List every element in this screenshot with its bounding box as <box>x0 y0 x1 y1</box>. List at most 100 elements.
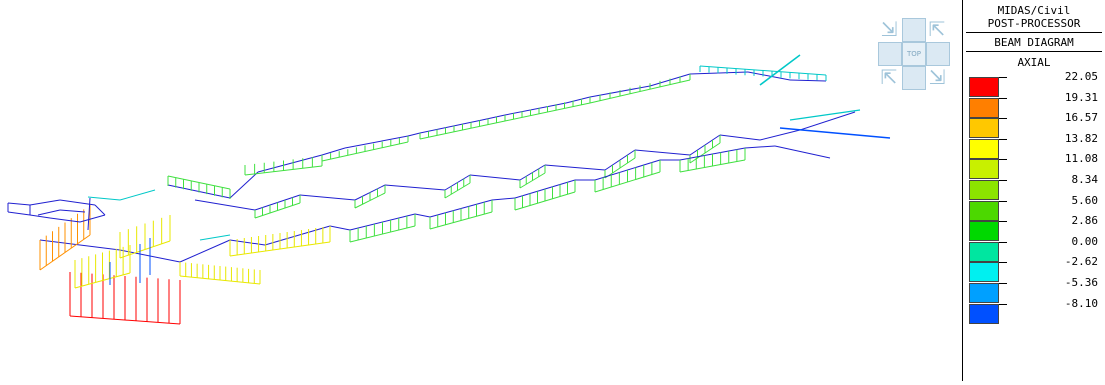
edge-line <box>199 234 231 241</box>
legend-divider <box>962 0 963 381</box>
legend-tick <box>999 221 1007 223</box>
girder-upper-secondary <box>469 174 521 181</box>
axial-force-outline <box>167 175 231 190</box>
legend-swatch <box>969 97 999 118</box>
axial-force-outline <box>354 192 386 209</box>
girder-lower <box>39 239 121 251</box>
legend-swatch <box>969 303 999 324</box>
axial-force-outline <box>74 272 131 289</box>
girder-lower <box>744 145 776 149</box>
girder-upper <box>407 132 421 137</box>
legend-swatch <box>969 241 999 262</box>
abutment <box>29 214 51 219</box>
axial-force-outline <box>254 202 301 219</box>
legend-tick <box>999 77 1007 78</box>
legend-value: 11.08 <box>1064 152 1098 166</box>
legend-swatch <box>969 221 999 242</box>
view-back-face[interactable] <box>902 18 926 42</box>
legend-value: 2.86 <box>1071 214 1099 228</box>
axial-force-outline <box>244 165 323 176</box>
legend-value: 22.05 <box>1064 70 1098 83</box>
rotate-bottom-right-icon[interactable]: ⇲ <box>928 65 946 89</box>
legend-value: 5.60 <box>1071 193 1099 207</box>
girder-upper-secondary <box>634 149 691 156</box>
girder-upper <box>321 147 346 156</box>
girder-upper <box>789 79 827 82</box>
axial-force-outline <box>444 182 471 199</box>
legend-tick <box>999 118 1007 120</box>
girder-upper <box>229 171 259 199</box>
axial-force-outline <box>229 241 331 257</box>
abutment <box>7 211 31 216</box>
legend-swatch <box>969 159 999 180</box>
view-front-face[interactable] <box>902 66 926 90</box>
axial-force-outline <box>589 79 691 104</box>
girder-upper-secondary <box>719 134 761 141</box>
abutment <box>94 204 106 216</box>
abutment <box>49 217 81 223</box>
girder-lower <box>264 225 331 246</box>
girder-lower <box>774 145 831 159</box>
legend-app-name: MIDAS/Civil <box>997 4 1071 17</box>
legend-swatch <box>969 283 999 303</box>
rotate-top-left-icon[interactable]: ⇲ <box>880 17 898 41</box>
legend-value: 13.82 <box>1064 131 1098 145</box>
girder-upper <box>419 119 483 134</box>
girder-upper <box>565 96 591 104</box>
tie-beam <box>759 54 801 86</box>
rotate-bottom-left-icon[interactable]: ⇱ <box>880 65 898 89</box>
view-navigation-cube[interactable]: ⇲ ⇱ ⇱ ⇲ TOP <box>878 18 950 90</box>
girder-upper-secondary <box>759 129 801 141</box>
result-legend: MIDAS/Civil POST-PROCESSOR BEAM DIAGRAM … <box>966 4 1102 324</box>
girder-lower <box>491 197 516 201</box>
legend-tick <box>999 303 1007 305</box>
model-viewport[interactable] <box>0 0 958 381</box>
legend-value: -5.36 <box>1064 276 1098 289</box>
abutment <box>87 197 91 231</box>
tie-beam <box>779 127 891 139</box>
girder-upper-secondary <box>384 184 446 191</box>
axial-force-outline <box>429 211 493 230</box>
view-right-face[interactable] <box>926 42 950 66</box>
girder-upper <box>257 154 323 173</box>
abutment <box>7 202 31 206</box>
axial-force-outline <box>679 159 746 173</box>
legend-rule <box>966 32 1102 33</box>
girder-upper-secondary <box>544 164 606 171</box>
view-left-face[interactable] <box>878 42 902 66</box>
legend-swatch <box>969 262 999 283</box>
rotate-top-right-icon[interactable]: ⇱ <box>928 17 946 41</box>
girder-upper <box>689 71 749 75</box>
axial-force-outline <box>69 315 181 325</box>
legend-swatch <box>969 200 999 221</box>
girder-upper <box>504 102 567 116</box>
legend-rule <box>966 51 1102 52</box>
legend-value: 0.00 <box>1071 234 1099 248</box>
axial-force-outline <box>321 141 409 162</box>
view-top-face[interactable]: TOP <box>902 42 926 66</box>
girder-lower <box>229 239 266 246</box>
axial-force-outline <box>604 157 636 179</box>
axial-force-outline <box>39 234 91 271</box>
legend-mode: POST-PROCESSOR <box>987 17 1081 30</box>
axial-force-outline <box>119 240 171 259</box>
legend-tick <box>999 283 1007 284</box>
legend-value: -8.10 <box>1064 296 1098 310</box>
edge-line <box>87 196 121 201</box>
legend-swatch <box>969 138 999 159</box>
tie-beam <box>789 109 861 121</box>
legend-value: -2.62 <box>1064 255 1098 269</box>
beam-diagram-canvas[interactable] <box>0 0 958 381</box>
legend-diagram-type: BEAM DIAGRAM <box>994 36 1074 49</box>
legend-tick <box>999 138 1007 140</box>
girder-upper-secondary <box>299 194 356 201</box>
girder-upper-secondary <box>799 111 856 131</box>
abutment <box>37 209 61 216</box>
axial-force-outline <box>519 172 546 189</box>
abutment <box>29 199 61 206</box>
axial-force-outline <box>419 120 506 140</box>
girder-upper <box>344 135 409 149</box>
legend-tick <box>999 241 1007 243</box>
axial-force-outline <box>594 171 661 193</box>
